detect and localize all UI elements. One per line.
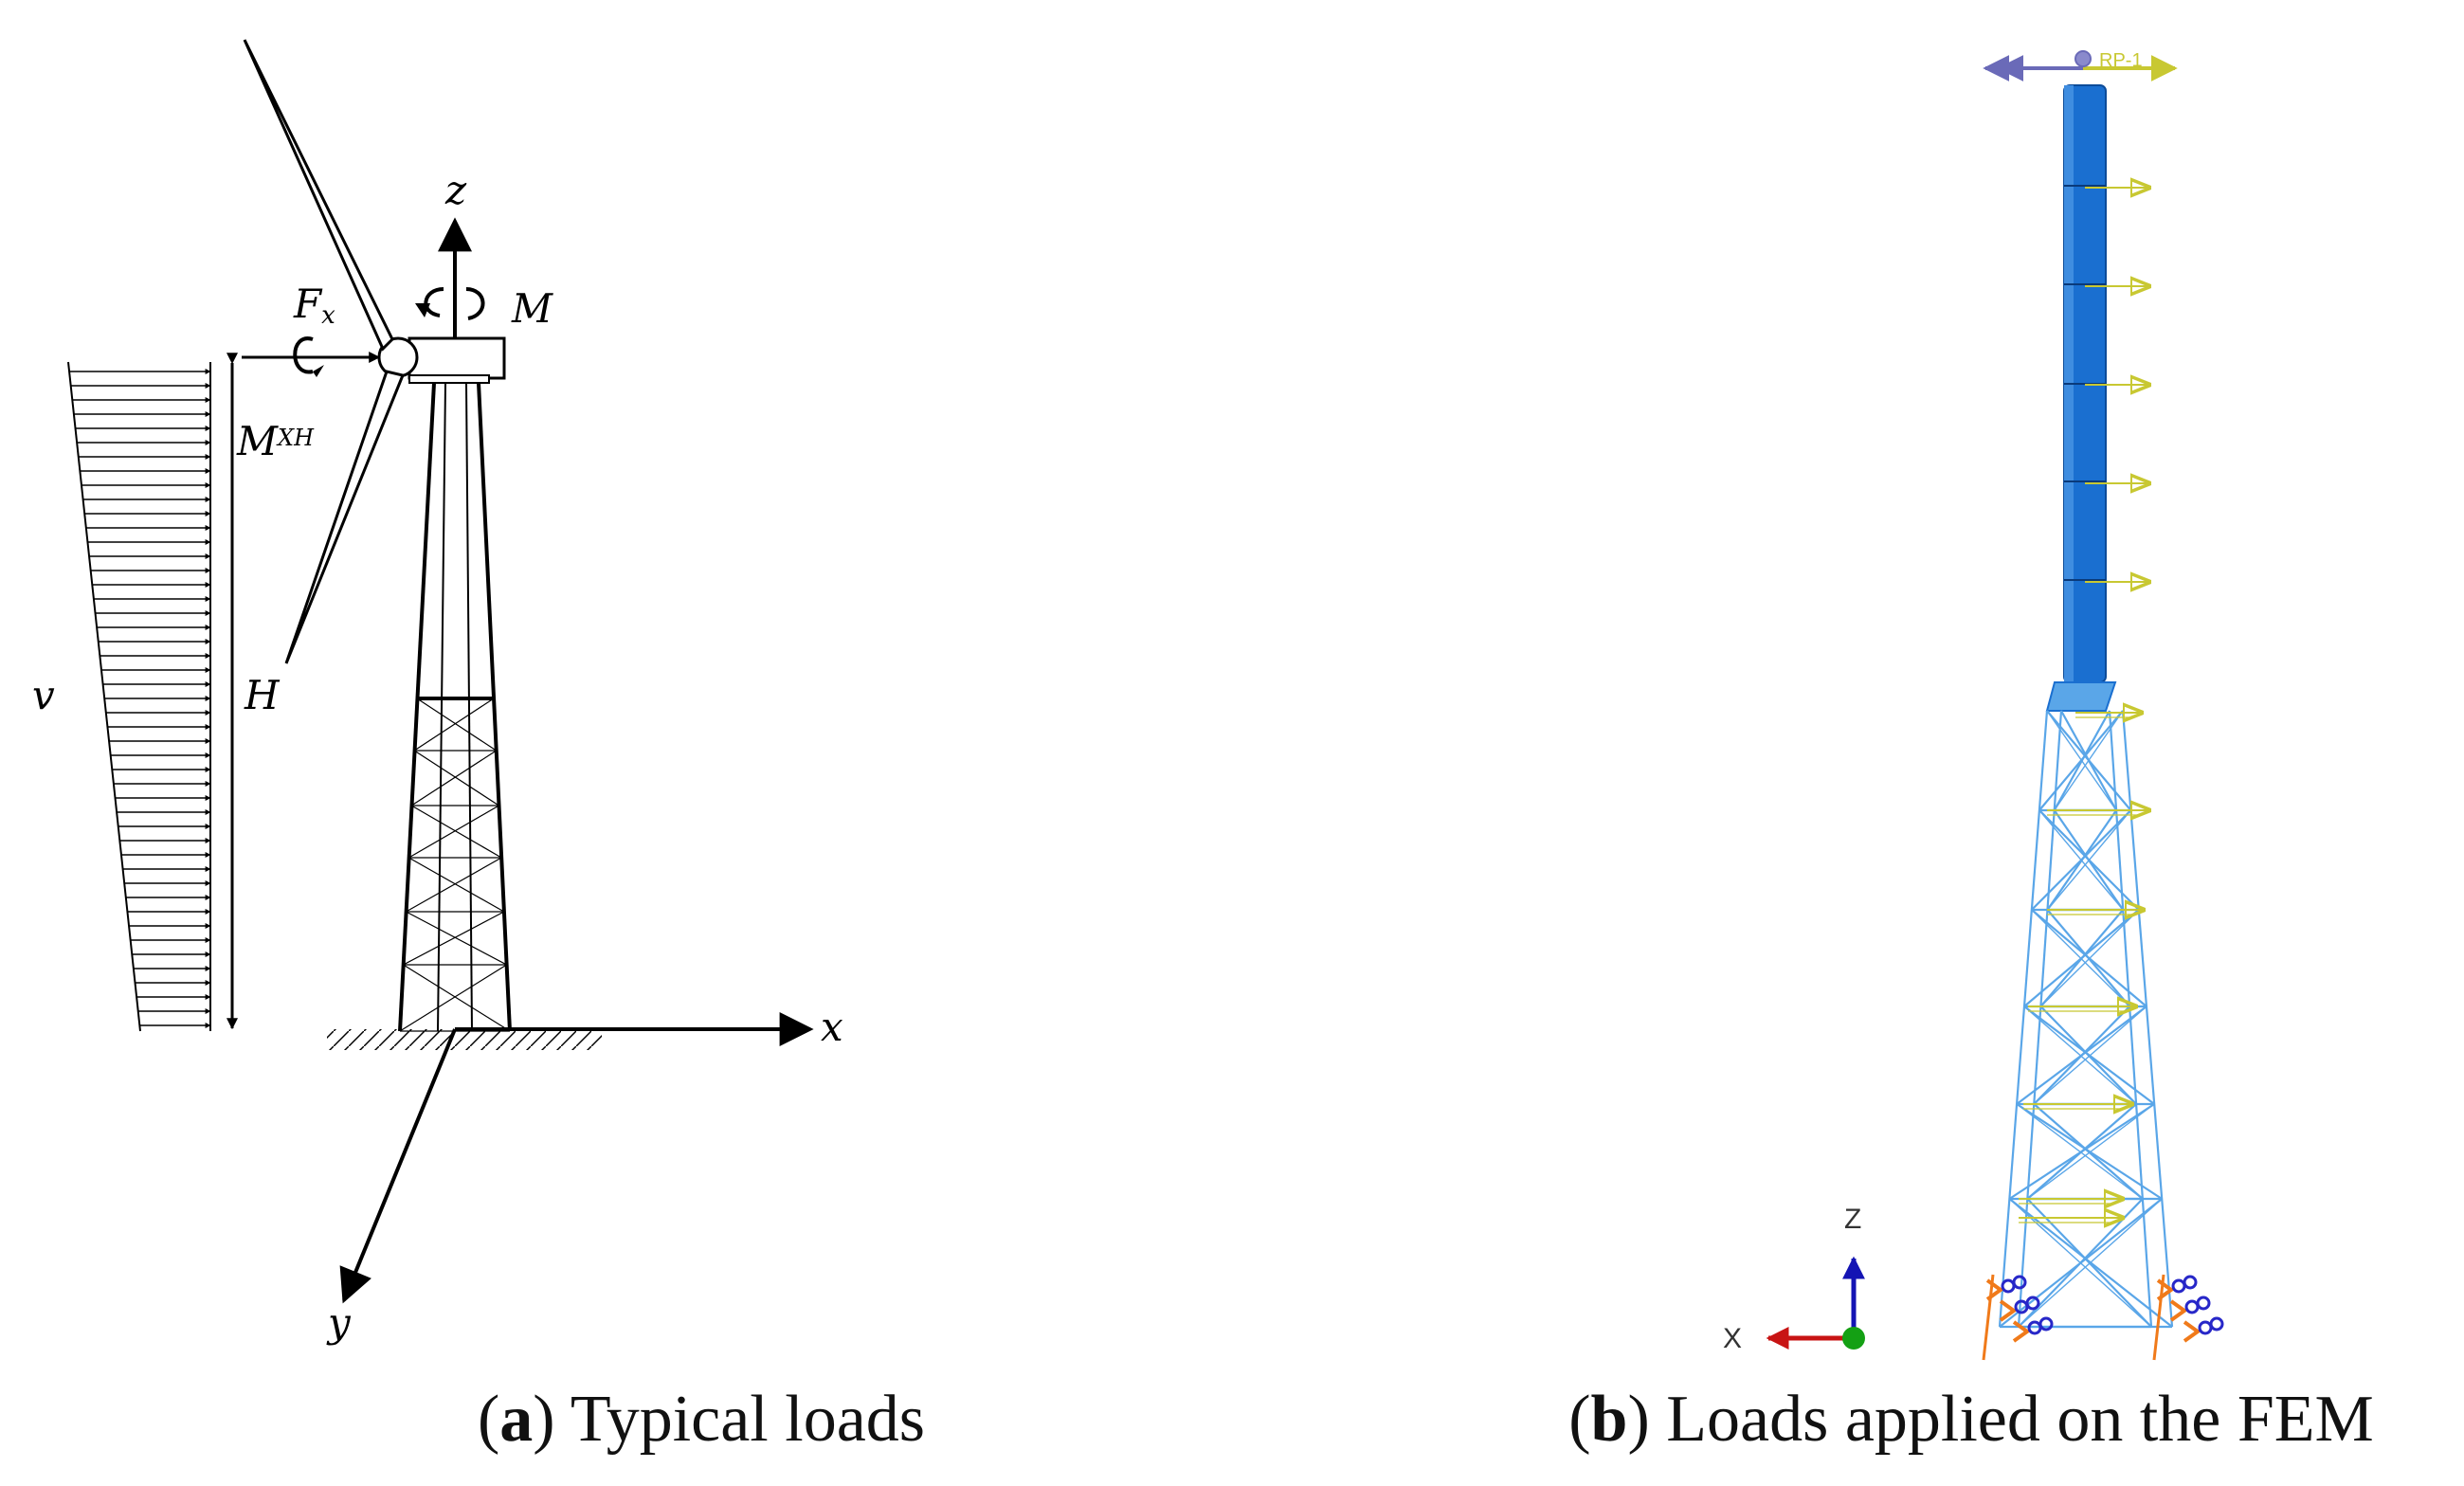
panel-b-fem-model: RP-1 Z X [1568, 50, 2374, 1456]
fem-lattice-jacket [1998, 710, 2174, 1329]
reference-point-label: RP-1 [2099, 50, 2143, 71]
rotor-blades [243, 39, 406, 664]
ground-hatch [327, 1029, 602, 1050]
reference-point-loads: RP-1 [1983, 50, 2178, 82]
x-axis-label: x [821, 1004, 843, 1050]
overturning-moment-label: MXH [236, 418, 315, 464]
caption-a: (a) Typical loads [478, 1383, 925, 1456]
caption-b: (b) Loads applied on the FEM [1568, 1383, 2374, 1456]
wind-profile [67, 361, 211, 1032]
hub-height-label: H [244, 672, 281, 718]
fem-tubular-tower [2045, 84, 2117, 712]
wind-profile-arrows [69, 369, 211, 1028]
moment-label: M [511, 285, 553, 332]
thrust-moment-curl [293, 336, 314, 374]
thrust-force-label: Fx [293, 281, 335, 330]
triad-z-label: Z [1844, 1204, 1861, 1235]
tower-schematic [398, 382, 512, 1032]
wind-velocity-label: v [32, 672, 55, 718]
fem-boundary-conditions [1982, 1274, 2224, 1361]
coordinate-triad: Z X [1723, 1204, 1865, 1354]
z-axis-label: z [444, 167, 467, 213]
top-moment-curl [424, 287, 485, 320]
fem-load-arrows [2019, 188, 2149, 1223]
triad-x-label: X [1723, 1323, 1742, 1354]
y-axis-label: y [326, 1299, 352, 1346]
nacelle [408, 336, 506, 384]
panel-a-schematic: z x y M Fx MXH H v (a) Typical loads [32, 39, 925, 1456]
y-axis [339, 1028, 457, 1304]
